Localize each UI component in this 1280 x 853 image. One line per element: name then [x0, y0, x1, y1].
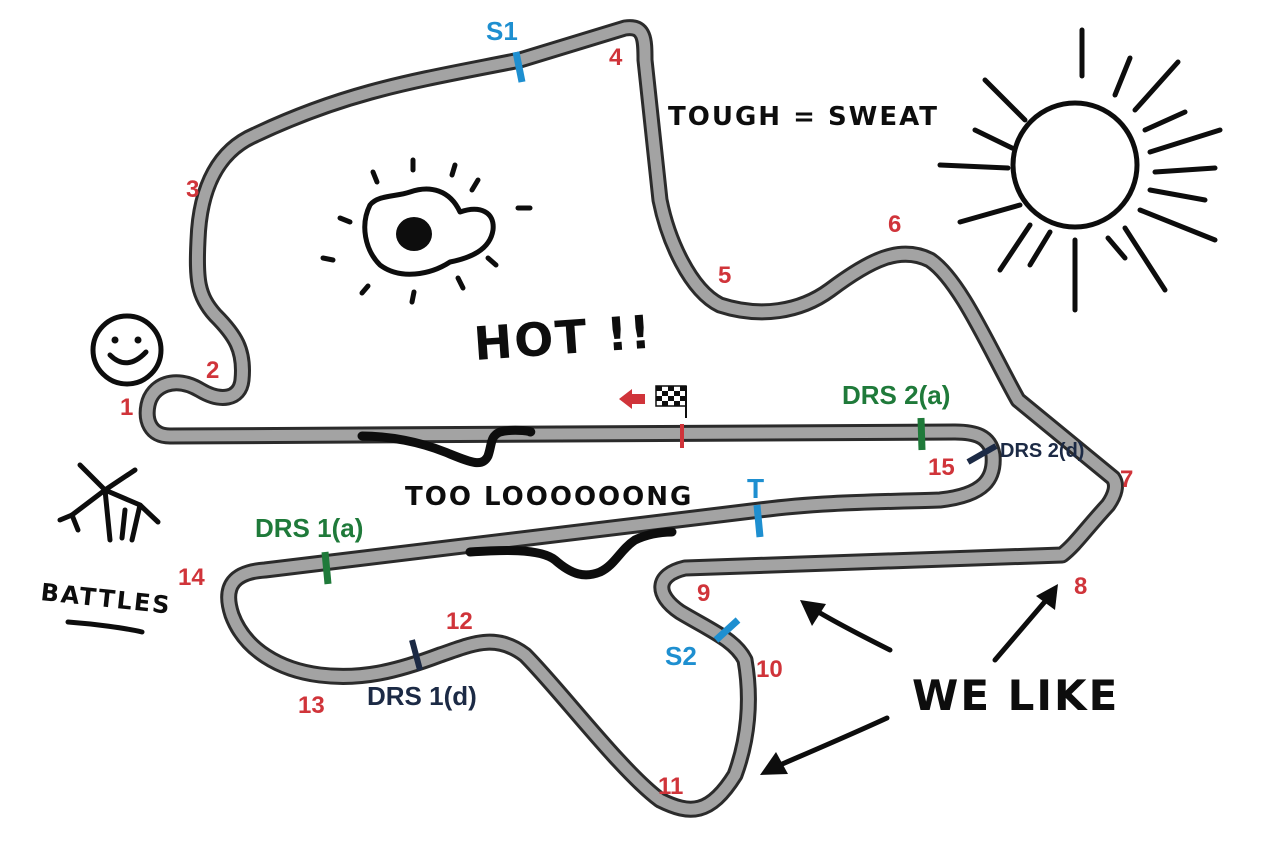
turn-6-label: 6 [888, 211, 901, 238]
turn-12-label: 12 [446, 608, 473, 635]
drs-2d-label: DRS 2(d) [1000, 440, 1084, 462]
battles-underline [65, 619, 145, 635]
speed-trap-marker [753, 504, 764, 538]
track-markers [321, 51, 998, 671]
turn-numbers: 1 2 3 4 5 6 7 8 9 10 11 12 13 14 15 [120, 44, 1133, 800]
turn-8-label: 8 [1074, 573, 1087, 600]
drs-2a-label: DRS 2(a) [842, 380, 950, 410]
turn-13-label: 13 [298, 692, 325, 719]
we-like-note: WE LIKE [912, 671, 1119, 720]
drs-1-activation-marker [321, 551, 332, 585]
turn-4-label: 4 [609, 44, 623, 71]
turn-9-label: 9 [697, 580, 710, 607]
arrows-we-like [760, 584, 1058, 775]
drs-2-activation-marker [917, 417, 926, 451]
sun-icon [937, 27, 1223, 313]
turn-5-label: 5 [718, 262, 731, 289]
drs-2-detection-marker [966, 443, 998, 465]
hot-note: HOT !! [472, 305, 654, 371]
too-long-note: TOO LOOOOOONG [405, 482, 693, 512]
drs-1d-label: DRS 1(d) [367, 681, 477, 711]
s2-label: S2 [665, 641, 697, 671]
sector-2-marker [713, 617, 741, 643]
sector-1-marker [512, 51, 526, 83]
s1-label: S1 [486, 16, 518, 46]
smiley-face-icon [90, 313, 164, 387]
turn-7-label: 7 [1120, 466, 1133, 493]
long-straight-squiggle-1 [357, 425, 536, 468]
turn-10-label: 10 [756, 656, 783, 683]
turn-2-label: 2 [206, 357, 219, 384]
drs-1a-label: DRS 1(a) [255, 513, 363, 543]
turn-15-label: 15 [928, 454, 955, 481]
speed-trap-label: T [747, 473, 764, 504]
stick-figure-icon [57, 462, 161, 543]
marker-labels: S1 S2 T DRS 1(a) DRS 1(d) DRS 2(a) DRS 2… [255, 16, 1084, 711]
direction-arrow-icon [619, 389, 645, 409]
turn-3-label: 3 [186, 176, 199, 203]
tough-sweat-note: TOUGH = SWEAT [668, 102, 939, 132]
turn-11-label: 11 [658, 773, 683, 800]
checkered-flag-icon [655, 385, 687, 418]
long-straight-squiggle-2 [465, 527, 677, 580]
fried-egg-icon [320, 157, 533, 305]
turn-14-label: 14 [178, 564, 205, 591]
drs-1-detection-marker [409, 639, 423, 671]
turn-1-label: 1 [120, 394, 133, 421]
battles-note: BATTLES [39, 578, 172, 620]
track [138, 19, 1124, 818]
